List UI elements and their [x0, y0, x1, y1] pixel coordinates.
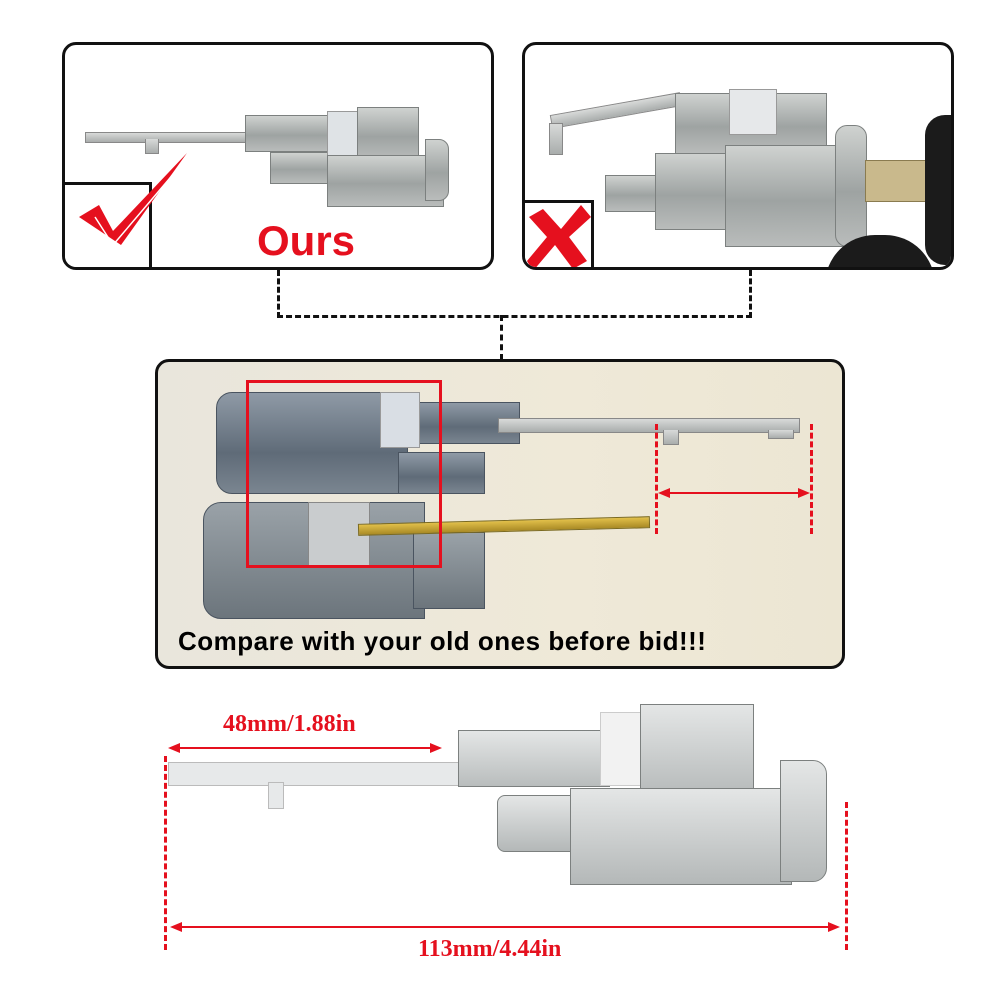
ignition-cylinder-image-dimensions: [0, 690, 1000, 1000]
total-length-guide-left: [164, 756, 167, 950]
length-guide-right: [810, 424, 813, 534]
rejected-badge: [525, 200, 594, 267]
total-length-arrow: [180, 926, 830, 928]
comparison-caption: Compare with your old ones before bid!!!: [178, 626, 707, 656]
ours-label: Ours: [257, 217, 356, 264]
arrow-left-icon: [168, 743, 180, 753]
length-guide-left: [655, 424, 658, 534]
panel-ours: Ours: [62, 42, 494, 270]
dimension-diagram: 48mm/1.88in 113mm/4.44in: [0, 690, 1000, 1000]
arrow-right-icon: [828, 922, 840, 932]
arrow-right-icon: [798, 488, 810, 498]
arrow-right-icon: [430, 743, 442, 753]
length-diff-arrow: [668, 492, 803, 494]
connector-right: [749, 270, 752, 318]
lever-length-label: 48mm/1.88in: [223, 711, 356, 737]
checkmark-icon: [79, 153, 187, 245]
arrow-left-icon: [170, 922, 182, 932]
lever-length-arrow: [178, 747, 433, 749]
cross-icon: [527, 205, 591, 267]
arrow-left-icon: [658, 488, 670, 498]
ignition-cylinder-image-other: [525, 45, 951, 267]
total-length-guide-right: [845, 802, 848, 950]
panel-not-ours: [522, 42, 954, 270]
approved-badge: [65, 153, 187, 267]
connector-down: [500, 315, 503, 360]
ignition-cylinder-image-ours: [65, 45, 491, 267]
total-length-label: 113mm/4.44in: [418, 936, 562, 962]
connector-left: [277, 270, 280, 318]
panel-comparison: Compare with your old ones before bid!!!: [155, 359, 845, 669]
highlight-box: [246, 380, 442, 568]
connector-horizontal: [277, 315, 752, 318]
